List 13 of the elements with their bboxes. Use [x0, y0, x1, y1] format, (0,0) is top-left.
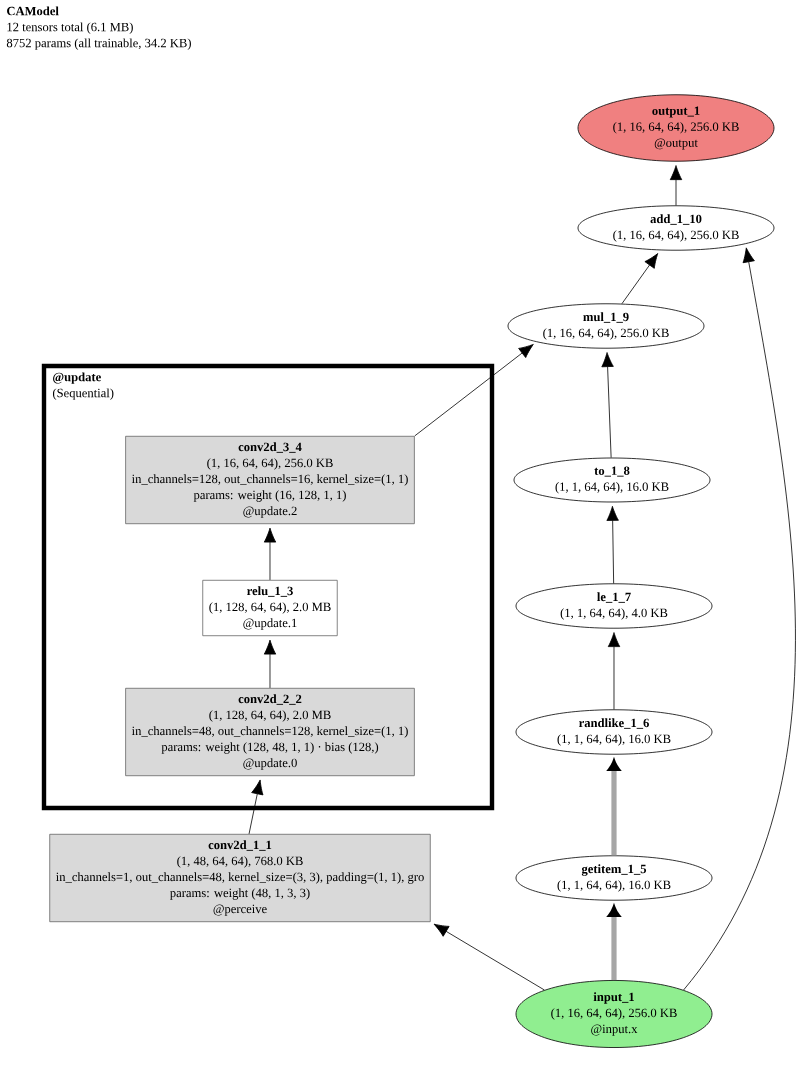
arrow	[607, 759, 621, 856]
arrow	[683, 247, 796, 991]
arrow	[607, 632, 621, 710]
arrow	[248, 779, 264, 835]
arrow	[433, 923, 545, 991]
arrow	[607, 905, 621, 981]
arrow	[601, 352, 614, 458]
arrow	[414, 344, 534, 437]
arrow	[669, 165, 683, 206]
arrow	[621, 253, 659, 305]
arrow	[263, 527, 277, 581]
arrow	[263, 639, 277, 689]
arrow	[606, 505, 619, 584]
